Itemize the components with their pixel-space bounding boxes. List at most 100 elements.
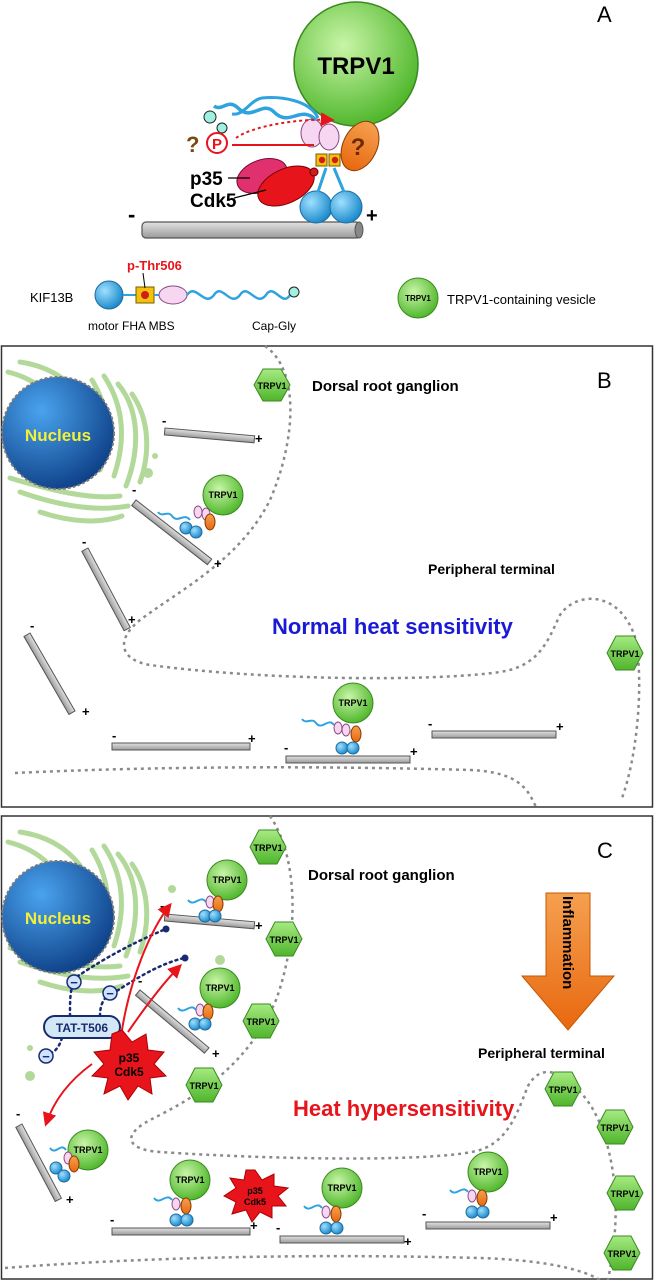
kinase-burst-small: p35 Cdk5 (223, 1169, 290, 1223)
mt-minus: - (82, 534, 86, 549)
mt-plus: + (212, 1046, 220, 1061)
terminal-label-c: Peripheral terminal (478, 1045, 605, 1061)
cap-gly-head-icon (216, 122, 228, 134)
legend-vesicle-text: TRPV1 (405, 294, 431, 303)
vesicle-label: TRPV1 (212, 875, 241, 885)
panel-letter-a: A (597, 2, 612, 27)
legend-mbs-icon (158, 285, 188, 305)
panel-c: C Nucleus (0, 815, 654, 1280)
mt-minus: - (422, 1206, 426, 1221)
mt-plus: + (248, 731, 256, 746)
kinase-small-label-2: Cdk5 (244, 1197, 266, 1207)
legend-vesicle-description: TRPV1-containing vesicle (447, 292, 596, 307)
channel-hex-b-2: TRPV1 (606, 635, 644, 671)
mt-plus: + (556, 719, 564, 734)
legend-capgly-icon (288, 286, 300, 298)
mt-minus: - (160, 898, 164, 913)
channel-hex: TRPV1 (185, 1067, 223, 1103)
kinase-label-2: Cdk5 (114, 1065, 144, 1079)
channel-hex: TRPV1 (265, 921, 303, 957)
mt-minus: - (276, 1220, 280, 1235)
phospho-question-mark: ? (186, 132, 199, 157)
mbs-domain-icon (318, 123, 340, 151)
channel-hex: TRPV1 (603, 1235, 641, 1271)
motor-complex-c-6: TRPV1 (449, 1151, 509, 1219)
phospho-symbol: P (212, 136, 222, 153)
mt-minus: - (112, 728, 116, 743)
mt-plus: + (550, 1210, 558, 1225)
phosphate-icon (206, 132, 228, 154)
inhibit-symbol: − (70, 975, 78, 990)
mt-plus: + (410, 744, 418, 759)
mt-plus: + (255, 431, 263, 446)
drg-label-c: Dorsal root ganglion (308, 867, 455, 884)
motor-head-icon (329, 190, 363, 224)
motor-complex-c-2: TRPV1 (177, 967, 241, 1031)
domain-labels: motor FHA MBS (88, 319, 175, 333)
mt-plus: + (250, 1218, 258, 1233)
panel-b: B Nucleus (0, 344, 654, 808)
motor-head-icon (299, 190, 333, 224)
motor-complex-c-5: TRPV1 (303, 1167, 363, 1235)
mt-minus: - (428, 716, 432, 731)
channel-label: TRPV1 (246, 1017, 275, 1027)
microtubules-b (23, 427, 557, 764)
neuron-outline-b (14, 344, 641, 808)
kif13b-label: KIF13B (30, 290, 73, 305)
panel-letter-b: B (597, 368, 612, 393)
p35-label: p35 (190, 169, 223, 190)
drg-label-b: Dorsal root ganglion (312, 378, 459, 395)
vesicle-label: TRPV1 (73, 1145, 102, 1155)
motor-complex-b-2: TRPV1 (301, 682, 374, 755)
channel-label: TRPV1 (610, 1189, 639, 1199)
nucleus-c (1, 860, 115, 974)
legend-tail (185, 290, 292, 300)
unknown-adaptor-icon (340, 120, 380, 172)
vesicle-label: TRPV1 (175, 1175, 204, 1185)
mt-plus: + (214, 556, 222, 571)
vesicle-label: TRPV1 (327, 1183, 356, 1193)
nucleus-b (1, 376, 115, 490)
channel-label: TRPV1 (257, 381, 286, 391)
mt-minus: - (284, 740, 288, 755)
terminal-label-b: Peripheral terminal (428, 561, 555, 577)
kinase-label-1: p35 (119, 1051, 140, 1065)
channel-label: TRPV1 (610, 649, 639, 659)
capgly-label: Cap-Gly (252, 319, 296, 333)
mt-minus: - (132, 482, 136, 497)
mt-plus: + (128, 612, 136, 627)
mt-minus: - (162, 413, 166, 428)
motor-complex-b-1: TRPV1 (157, 474, 244, 539)
legend: KIF13B p-Thr506 motor FHA MBS Cap-Gly TR… (30, 258, 596, 333)
channel-hex: TRPV1 (249, 829, 287, 865)
mt-minus: - (110, 1212, 114, 1227)
channel-hex-b-1: TRPV1 (253, 368, 291, 402)
channel-label: TRPV1 (253, 843, 282, 853)
state-label-b: Normal heat sensitivity (272, 614, 514, 639)
vesicle-label: TRPV1 (208, 490, 237, 500)
vesicle-label: TRPV1 (205, 983, 234, 993)
channel-label: TRPV1 (189, 1081, 218, 1091)
mt-plus: + (66, 1192, 74, 1207)
channel-hex: TRPV1 (544, 1071, 582, 1107)
mt-plus: + (255, 918, 263, 933)
channel-label: TRPV1 (269, 935, 298, 945)
channel-hex: TRPV1 (596, 1109, 634, 1145)
tat-t506-peptide: TAT-T506 (43, 1015, 121, 1039)
inhibit-icon: − (102, 985, 118, 1001)
microtubule-a (141, 221, 364, 239)
inhibit-icon: − (38, 1048, 54, 1064)
channel-hex: TRPV1 (242, 1003, 280, 1039)
adaptor-question-mark: ? (351, 134, 366, 161)
panel-a: A - + TRPV1 ? ? (128, 1, 612, 239)
legend-motor-icon (94, 280, 124, 310)
plus-end-a: + (366, 205, 378, 227)
mt-minus: - (30, 618, 34, 633)
inhibit-icon: − (66, 974, 82, 990)
motor-complex-c-3: TRPV1 (49, 1129, 109, 1183)
tat-t506-label: TAT-T506 (56, 1021, 109, 1035)
channel-hexes-c: TRPV1 TRPV1 TRPV1 TRPV1 TRPV1 TRPV1 (185, 829, 644, 1271)
inflammation-arrow: Inflammation (520, 892, 616, 1031)
motor-complex-c-4: TRPV1 (153, 1159, 211, 1227)
channel-hex: TRPV1 (606, 1175, 644, 1211)
